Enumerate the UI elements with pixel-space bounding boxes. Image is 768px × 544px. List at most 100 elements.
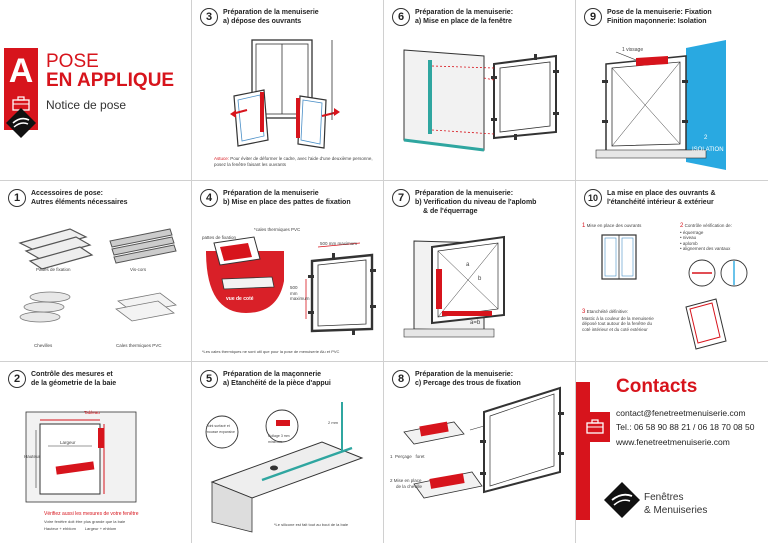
step-1-panel: 1 Accessoires de pose: Autres éléments n… bbox=[0, 181, 192, 362]
diag-a-label: a bbox=[466, 262, 470, 268]
step-title: La mise en place des ouvrants & l'étanch… bbox=[607, 190, 716, 206]
sub-step-2: 2 Contrôle vérification de: • équerrage … bbox=[680, 223, 732, 251]
cales-label: *cales thermiques PVC bbox=[254, 227, 301, 232]
joint-bubble-label: Joint surfacé et mousse expansive bbox=[206, 424, 235, 434]
step-number: 2 bbox=[8, 370, 26, 388]
step-2-header: 2 Contrôle des mesures et de la géometri… bbox=[4, 366, 187, 402]
step-10-panel: 10 La mise en place des ouvrants & l'éta… bbox=[576, 181, 768, 362]
step-8-panel: 8 Préparation de la menuiserie: c) Perca… bbox=[384, 362, 576, 543]
contact-email[interactable]: contact@fenetreetmenuiserie.com bbox=[616, 408, 746, 418]
collage-bubble-label: Collage 3 mm minimum bbox=[268, 434, 290, 444]
brand-name-line2: & Menuiseries bbox=[644, 505, 708, 516]
step-title: Contrôle des mesures et de la géometrie … bbox=[31, 371, 117, 387]
measurement-check-illustration bbox=[25, 411, 137, 503]
accessories-illustration bbox=[18, 228, 177, 323]
step-10-header: 10 La mise en place des ouvrants & l'éta… bbox=[580, 185, 764, 221]
contacts-panel: Contacts contact@fenetreetmenuiserie.com… bbox=[576, 362, 768, 543]
diag-b-label: b bbox=[478, 276, 482, 282]
step-7-header: 7 Préparation de la menuiserie: b) Verif… bbox=[388, 185, 571, 221]
step-number: 10 bbox=[584, 189, 602, 207]
step-5-header: 5 Préparation de la maçonnerie a) Etanch… bbox=[196, 366, 379, 402]
mise-label: 2 Mise en place bbox=[390, 478, 422, 483]
window-removal-illustration bbox=[230, 39, 340, 149]
step-4-panel: 4 Préparation de la menuiserie b) Mise e… bbox=[192, 181, 384, 362]
size-note: Votre fenêtre doit être plus grande que … bbox=[44, 519, 126, 524]
sashes-sealing-illustration bbox=[601, 234, 748, 350]
pattes-label: pattes de fixation bbox=[202, 235, 237, 240]
drilling-illustration bbox=[403, 386, 564, 499]
toolbox-icon bbox=[580, 412, 610, 442]
side-view-label: vue de coté bbox=[226, 296, 254, 302]
window-placement-illustration bbox=[403, 49, 559, 152]
accent-band bbox=[576, 382, 590, 520]
step-6-panel: 6 Préparation de la menuiserie: a) Mise … bbox=[384, 0, 576, 181]
isolation-label: ISOLATION bbox=[692, 147, 724, 153]
step-title: Pose de la menuiserie: Fixation Finition… bbox=[607, 9, 712, 25]
step-title: Préparation de la menuiserie: a) Mise en… bbox=[415, 9, 514, 25]
step-title: Préparation de la maçonnerie a) Etanchéi… bbox=[223, 371, 331, 387]
step-title: Accessoires de pose: Autres éléments néc… bbox=[31, 190, 128, 206]
contacts-title: Contacts bbox=[616, 376, 698, 397]
contact-phone[interactable]: Tel.: 06 58 90 88 21 / 06 18 70 08 50 bbox=[616, 422, 755, 432]
step-number: 9 bbox=[584, 8, 602, 26]
step-title: Préparation de la menuiserie b) Mise en … bbox=[223, 190, 351, 206]
brand-name-line1: Fenêtres bbox=[644, 492, 684, 503]
brand-logo-icon bbox=[6, 108, 36, 138]
cover-title-line2: EN APPLIQUE bbox=[46, 70, 175, 91]
fixation-isolation-illustration bbox=[595, 40, 726, 170]
step-1-header: 1 Accessoires de pose: Autres éléments n… bbox=[4, 185, 187, 221]
step-3-panel: 3 Préparation de la menuiserie a) dépose… bbox=[192, 0, 384, 181]
cover-panel: A POSE EN APPLIQUE Notice de pose bbox=[0, 0, 192, 181]
step-number: 8 bbox=[392, 370, 410, 388]
hauteur-label: Hauteur bbox=[24, 454, 41, 459]
sill-sealing-illustration bbox=[205, 402, 364, 533]
step-number: 6 bbox=[392, 8, 410, 26]
perceage-label: 1 Perçage foret bbox=[390, 454, 425, 459]
step-title: Préparation de la menuiserie: b) Verific… bbox=[415, 190, 537, 215]
accessory-label: Cales thermiques PVC bbox=[116, 343, 162, 348]
step-5-panel: 5 Préparation de la maçonnerie a) Etanch… bbox=[192, 362, 384, 543]
step-3-header: 3 Préparation de la menuiserie a) dépose… bbox=[196, 4, 379, 40]
accessory-label: Vis-cors bbox=[130, 267, 147, 272]
accessory-label: Pattes de fixation bbox=[36, 267, 71, 272]
step-8-header: 8 Préparation de la menuiserie: c) Perca… bbox=[388, 366, 571, 402]
tableau-bottom-label: Niveau & Tableau bbox=[58, 474, 90, 479]
silicone-footnote: *Le silicone est fait tout au bout de la… bbox=[274, 522, 349, 527]
step-2-panel: 2 Contrôle des mesures et de la géometri… bbox=[0, 362, 192, 543]
step-title: Préparation de la menuiserie: c) Percage… bbox=[415, 371, 521, 387]
dim-label: 2 mm bbox=[328, 420, 338, 425]
tableau-top-label: Tableau bbox=[84, 410, 100, 415]
step-9-panel: 9 Pose de la menuiserie: Fixation Finiti… bbox=[576, 0, 768, 181]
step-number: 1 bbox=[8, 189, 26, 207]
fixation-tabs-illustration bbox=[206, 236, 376, 335]
dim-top-label: 500 mm maximum bbox=[320, 241, 358, 246]
cheville-label: de la cheville bbox=[396, 484, 423, 489]
step-4-header: 4 Préparation de la menuiserie b) Mise e… bbox=[196, 185, 379, 221]
formula-note: Hauteur + ehblom Largeur + ehblom bbox=[44, 526, 117, 531]
dim-side-label: 500 mm maximum bbox=[290, 285, 310, 301]
sub-step-1: 1 Mise en place des ouvrants bbox=[582, 223, 642, 229]
brand-logo-icon bbox=[604, 482, 640, 518]
level-check-illustration bbox=[403, 235, 505, 338]
cover-letter-badge: A bbox=[4, 48, 38, 94]
diag-ab-label: a=b bbox=[470, 320, 481, 326]
cover-subtitle: Notice de pose bbox=[46, 98, 127, 112]
cover-title-line1: POSE bbox=[46, 51, 99, 72]
vissage-label: 1 vissage bbox=[622, 47, 644, 53]
isolation-number: 2 bbox=[704, 135, 708, 141]
cales-footnote: *Les cales thermiques ne sont util que p… bbox=[202, 349, 340, 354]
step-number: 7 bbox=[392, 189, 410, 207]
sub-step-3: 3 Etanchéité définitive: Mastic à la cou… bbox=[582, 309, 654, 332]
step-title: Préparation de la menuiserie a) dépose d… bbox=[223, 9, 319, 25]
step-number: 5 bbox=[200, 370, 218, 388]
accessory-label: Chevilles bbox=[34, 343, 53, 348]
step-number: 3 bbox=[200, 8, 218, 26]
largeur-label: Largeur bbox=[60, 440, 76, 445]
step-7-panel: 7 Préparation de la menuiserie: b) Verif… bbox=[384, 181, 576, 362]
verify-note: Vérifiez aussi les mesures de votre fenê… bbox=[44, 511, 139, 517]
step-9-header: 9 Pose de la menuiserie: Fixation Finiti… bbox=[580, 4, 764, 40]
contact-website[interactable]: www.fenetreetmenuiserie.com bbox=[616, 437, 730, 447]
step-number: 4 bbox=[200, 189, 218, 207]
astuce-note: Astuce: Pour éviter de déformer le cadre… bbox=[214, 156, 373, 167]
